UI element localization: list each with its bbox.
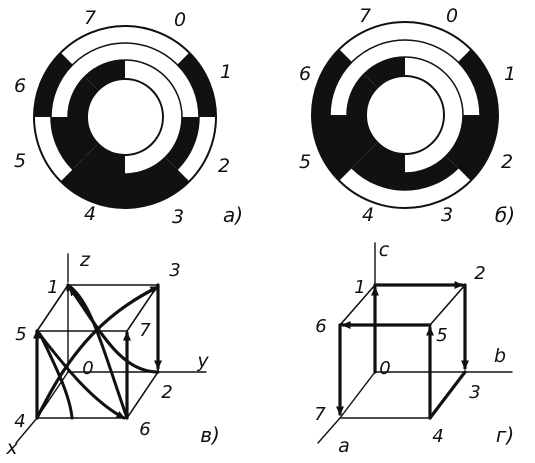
caption-a: а)	[223, 203, 243, 227]
axis-c-label: c	[379, 239, 390, 261]
cube-d-vertex-0: 0	[379, 358, 390, 379]
cube-c-vertex-4: 4	[14, 411, 25, 432]
disk-a-ring2-sector-5	[51, 117, 85, 170]
arc-1-6	[66, 283, 129, 420]
disk-b-rings	[312, 49, 498, 190]
cube-d-vertex-3: 3	[469, 382, 480, 403]
axis-y-label: y	[196, 350, 209, 372]
disk-b-ring1-sector-2	[458, 115, 498, 181]
disk-a-ring3-sector-5	[68, 117, 99, 158]
disk-a-label-3: 3	[172, 206, 184, 228]
cube-d-vertex-1: 1	[354, 277, 365, 298]
disk-a-label-2: 2	[218, 155, 230, 177]
disk-b-ring1-sector-6	[312, 49, 352, 115]
disk-a-label-7: 7	[84, 7, 96, 29]
disk-a-ring1-sector-6	[34, 52, 73, 117]
disk-b-label-5: 5	[299, 151, 311, 173]
disk-b-ring1-sector-1	[458, 49, 498, 115]
cube-c-vertex-0: 0	[82, 358, 93, 379]
axis-z-label: z	[79, 249, 91, 271]
disk-a-ring2-sector-2	[165, 117, 199, 170]
cube-c-vertex-3: 3	[169, 260, 180, 281]
axis-x-line	[15, 417, 38, 444]
disk-a-ring3-sector-4	[84, 143, 125, 174]
disk-a-ring2-sector-3	[125, 157, 178, 191]
disk-b-label-1: 1	[504, 63, 516, 85]
disk-a-label-0: 0	[174, 9, 186, 31]
caption-c: в)	[200, 423, 220, 447]
disk-b-ring3-sector-7	[363, 57, 405, 88]
axis-a-label: a	[338, 435, 350, 457]
axis-b-label: b	[494, 345, 506, 367]
disk-a-rings	[34, 52, 216, 208]
axis-a-line	[317, 417, 341, 444]
disk-a-label-1: 1	[220, 61, 232, 83]
disk-b-label-3: 3	[441, 204, 453, 226]
disk-b-ring3-sector-4	[363, 142, 405, 173]
axis-x-label: x	[5, 437, 18, 459]
disk-a-ring3-sector-6	[68, 76, 99, 117]
disk-b-ring2-sector-4	[351, 156, 405, 190]
disk-a-ring1-sector-3	[125, 169, 190, 208]
disk-b-label-6: 6	[299, 63, 311, 85]
cube-c-vertex-5: 5	[15, 324, 26, 345]
cube-d-vertex-7: 7	[314, 404, 326, 425]
disk-b-ring1-sector-5	[312, 115, 352, 181]
cube-c	[15, 253, 207, 444]
disk-a-label-4: 4	[84, 203, 96, 225]
disk-b-ring2-sector-3	[405, 156, 459, 190]
disk-b-label-4: 4	[362, 204, 374, 226]
disk-a-ring1-sector-4	[60, 169, 125, 208]
cube-d-vertex-6: 6	[315, 316, 326, 337]
disk-a-ring3-sector-7	[84, 60, 125, 91]
cube-d-labels: c a b 0 1 2 3 4 5 6 7 г)	[314, 239, 514, 457]
cube-c-vertex-1: 1	[47, 277, 58, 298]
disk-b-ring3-sector-6	[347, 73, 378, 115]
disk-b-label-2: 2	[501, 151, 513, 173]
arc-4-3	[35, 285, 160, 420]
disk-b-label-0: 0	[446, 5, 458, 27]
code-disk-b: 7 0 1 2 3 4 5 6 б)	[299, 5, 516, 227]
disk-a-label-6: 6	[14, 75, 26, 97]
code-disk-a: 7 0 1 2 3 4 5 6 а)	[14, 7, 243, 228]
cube-d-vertex-2: 2	[474, 263, 485, 284]
cube-c-vertex-7: 7	[139, 320, 151, 341]
arc-5-x	[38, 332, 74, 420]
cube-d-vertex-4: 4	[432, 426, 443, 447]
disk-b-label-7: 7	[359, 5, 371, 27]
cube-c-labels: z x y 0 1 2 3 4 5 6 7 в)	[5, 249, 219, 459]
cube-c-vertex-2: 2	[161, 382, 172, 403]
arc-2-1	[68, 286, 160, 374]
caption-b: б)	[495, 203, 515, 227]
disk-a-ring2-sector-4	[72, 157, 125, 191]
disk-a-label-5: 5	[14, 150, 26, 172]
cube-c-vertex-6: 6	[139, 419, 150, 440]
disk-b-ring2-sector-2	[446, 115, 480, 169]
disk-a-ring1-sector-1	[177, 52, 216, 117]
disk-b-ring2-sector-5	[330, 115, 364, 169]
caption-d: г)	[496, 423, 514, 447]
cube-d-vertex-5: 5	[436, 325, 447, 346]
arc-5-6	[35, 329, 126, 420]
path-3-4-a	[428, 370, 467, 420]
cube-d	[317, 242, 513, 444]
disk-b-ring3-sector-5	[347, 115, 378, 157]
